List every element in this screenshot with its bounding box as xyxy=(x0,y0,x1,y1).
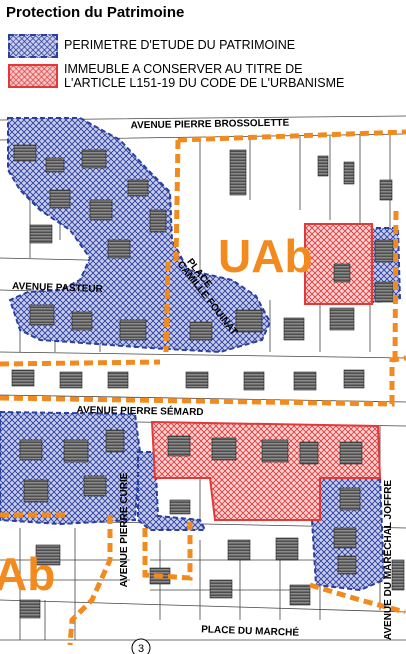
legend-label-building: IMMEUBLE A CONSERVER AU TITRE DE L'ARTIC… xyxy=(64,62,345,90)
zone-boundaries xyxy=(0,129,406,646)
zone-boundary-southwest xyxy=(67,515,113,646)
zone-boundary-southeast xyxy=(309,582,406,615)
street-label-marche: PLACE DU MARCHÉ xyxy=(201,622,300,638)
zone-boundary-pasteur-south xyxy=(0,359,161,367)
map-title: Protection du Patrimoine xyxy=(6,4,185,21)
zone-boundary-west-upper xyxy=(173,139,181,263)
protected-building-semard xyxy=(150,420,382,521)
map-canvas: AVENUE PIERRE BROSSOLETTE AVENUE PASTEUR… xyxy=(0,95,406,654)
legend-label-perimeter: PERIMETRE D'ETUDE DU PATRIMOINE xyxy=(64,38,296,52)
legend-swatch-perimeter xyxy=(8,34,58,58)
parcel-marker xyxy=(131,638,151,654)
zone-label-ab: Ab xyxy=(0,548,55,600)
parcel-marker-number: 3 xyxy=(138,643,144,654)
zone-boundary-semard xyxy=(0,355,406,407)
legend-swatch-building xyxy=(8,64,58,88)
street-label-semard: AVENUE PIERRE SÉMARD xyxy=(76,403,203,418)
street-label-joffre: AVENUE DU MARÉCHAL JOFFRE xyxy=(381,480,394,641)
street-label-pasteur: AVENUE PASTEUR xyxy=(12,281,104,295)
zone-boundary-place xyxy=(163,261,171,353)
perimeter-place-camille xyxy=(7,117,272,354)
zone-boundary-curie xyxy=(142,522,193,581)
zone-boundary-east xyxy=(392,205,399,361)
street-label-brossolette: AVENUE PIERRE BROSSOLETTE xyxy=(131,118,290,132)
protected-buildings xyxy=(150,223,382,521)
zone-boundary-north xyxy=(177,129,406,143)
street-label-curie: AVENUE PIERRE CURIE xyxy=(119,472,130,587)
zone-label-uab: UAb xyxy=(218,230,313,282)
building-footprints xyxy=(11,144,405,619)
